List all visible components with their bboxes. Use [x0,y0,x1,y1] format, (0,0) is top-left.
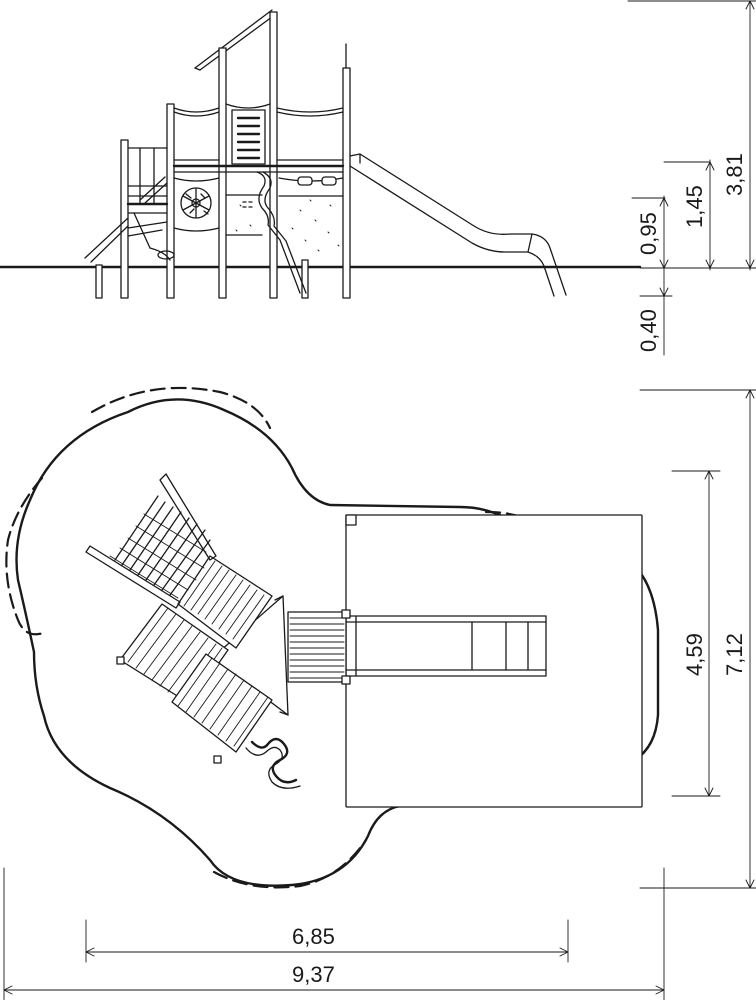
dimension-height-platform-low: 0,95 [636,212,661,255]
elevation-dimension-lines [627,0,756,356]
dimension-height-platform-high: 1,45 [682,185,707,228]
dimension-height-total: 3,81 [722,153,747,196]
slide [349,153,567,297]
arm-platform-north [177,555,273,649]
side-elevation: 3,81 1,45 0,95 0,40 [0,0,756,356]
deck-bridge [287,609,351,685]
dimension-depth-equipment: 4,59 [682,633,707,676]
arm-platform-south [171,653,273,764]
lower-panels [173,176,344,252]
slide-plan [345,615,547,677]
plan-view: 4,59 7,12 6,85 9,37 [3,386,756,1000]
dimension-width-total: 9,37 [292,962,335,987]
upper-panels [173,103,344,165]
climbing-pole [256,171,307,294]
plan-dimension-lines [3,389,756,1000]
dimension-width-equipment: 6,85 [292,924,335,949]
stair-ladder [85,473,217,609]
stairs [84,147,175,263]
roof [194,9,277,71]
fall-zone-outline [5,386,546,889]
dimension-depth-total: 7,12 [722,633,747,676]
dimension-depth-foundation: 0,40 [636,309,661,352]
tower-posts [95,11,351,299]
slalom-climber [250,737,298,784]
platform-decks [126,164,345,214]
